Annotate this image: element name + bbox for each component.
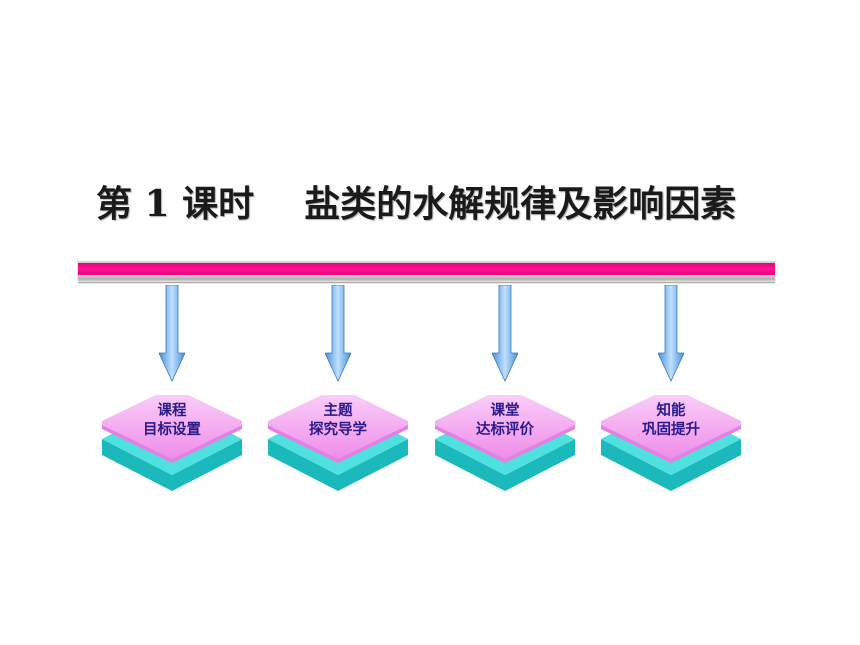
layered-box-icon <box>601 395 741 491</box>
label-line-2: 探究导学 <box>309 422 367 438</box>
nav-item-classroom-assessment[interactable]: 课堂 达标评价 <box>435 285 575 495</box>
label-line-1: 课堂 <box>490 403 520 419</box>
layered-box-icon <box>435 395 575 491</box>
nav-item-label: 课程 目标设置 <box>102 402 242 440</box>
down-arrow-icon <box>325 285 351 382</box>
nav-item-consolidation[interactable]: 知能 巩固提升 <box>601 285 741 495</box>
down-arrow-icon <box>658 285 684 382</box>
nav-item-label: 主题 探究导学 <box>268 402 408 440</box>
nav-item-course-goals[interactable]: 课程 目标设置 <box>102 285 242 495</box>
nav-item-label: 课堂 达标评价 <box>435 402 575 440</box>
label-line-1: 知能 <box>656 403 686 419</box>
label-line-2: 目标设置 <box>143 422 201 438</box>
title-divider-bar <box>78 258 775 282</box>
label-line-1: 课程 <box>157 403 187 419</box>
down-arrow-icon <box>492 285 518 382</box>
label-line-2: 巩固提升 <box>642 422 700 438</box>
down-arrow-icon <box>159 285 185 382</box>
layered-box-icon <box>102 395 242 491</box>
layered-box-icon <box>268 395 408 491</box>
nav-item-inquiry-guide[interactable]: 主题 探究导学 <box>268 285 408 495</box>
label-line-1: 主题 <box>323 403 353 419</box>
label-line-2: 达标评价 <box>476 422 534 438</box>
nav-item-label: 知能 巩固提升 <box>601 402 741 440</box>
slide-title: 第 1 课时 盐类的水解规律及影响因素 <box>96 183 737 225</box>
